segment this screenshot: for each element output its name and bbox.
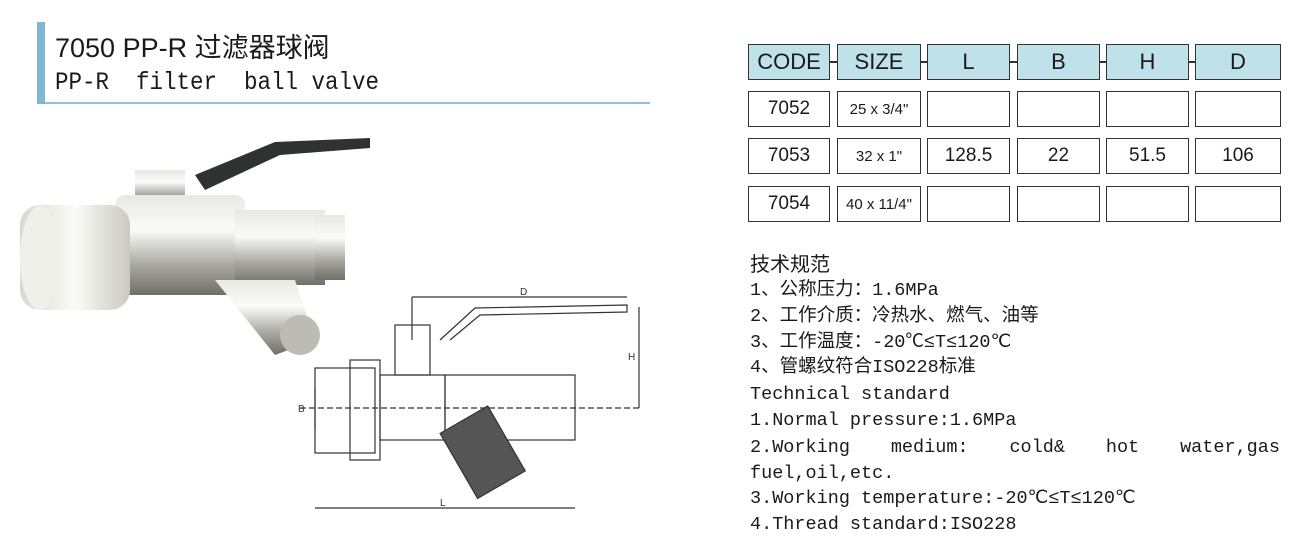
table-cell-l xyxy=(927,91,1010,127)
spec-en-4: 4.Thread standard:ISO228 xyxy=(750,514,1017,535)
spec-en-2-cont: fuel,oil,etc. xyxy=(750,463,895,484)
table-cell-h xyxy=(1106,91,1189,127)
dim-label-h: H xyxy=(628,352,635,363)
col-header-size: SIZE xyxy=(837,44,921,80)
table-cell-code: 7052 xyxy=(748,91,830,127)
table-cell-h: 51.5 xyxy=(1106,138,1189,174)
table-cell-h xyxy=(1106,186,1189,222)
spec-en-heading: Technical standard xyxy=(750,384,950,405)
spec-heading: 技术规范 xyxy=(750,254,830,276)
title-underline xyxy=(45,102,650,104)
spec-cn-3: 3、工作温度：-20℃≤T≤120℃ xyxy=(750,332,1012,353)
table-cell-d xyxy=(1195,186,1281,222)
table-cell-code: 7053 xyxy=(748,138,830,174)
table-cell-d xyxy=(1195,91,1281,127)
table-cell-code: 7054 xyxy=(748,186,830,222)
valve-technical-drawing: D H B L xyxy=(298,287,640,509)
dim-label-d: D xyxy=(520,287,527,298)
page-title: 7050 PP-R 过滤器球阀 xyxy=(55,33,330,63)
spec-en-3: 3.Working temperature:-20℃≤T≤120℃ xyxy=(750,488,1136,509)
table-cell-l xyxy=(927,186,1010,222)
spec-cn-4: 4、管螺纹符合ISO228标准 xyxy=(750,357,976,378)
valve-photo xyxy=(20,138,370,355)
col-header-b: B xyxy=(1017,44,1100,80)
spec-cn-1: 1、公称压力：1.6MPa xyxy=(750,280,939,301)
dim-label-b: B xyxy=(298,404,305,415)
page-subtitle: PP-R filter ball valve xyxy=(55,68,380,97)
table-cell-l: 128.5 xyxy=(927,138,1010,174)
spec-en-2: 2.Working medium: cold& hot water,gas xyxy=(750,437,1280,458)
dim-label-l: L xyxy=(440,498,446,509)
title-accent-bar xyxy=(37,22,45,104)
table-cell-b xyxy=(1017,91,1100,127)
col-header-h: H xyxy=(1106,44,1189,80)
spec-en-1: 1.Normal pressure:1.6MPa xyxy=(750,410,1017,431)
table-cell-d: 106 xyxy=(1195,138,1281,174)
spec-cn-2: 2、工作介质：冷热水、燃气、油等 xyxy=(750,306,1039,327)
col-header-code: CODE xyxy=(748,44,830,80)
col-header-l: L xyxy=(927,44,1010,80)
table-cell-size: 25 x 3/4" xyxy=(837,91,921,127)
col-header-d: D xyxy=(1195,44,1281,80)
table-cell-size: 32 x 1" xyxy=(837,138,921,174)
table-cell-b xyxy=(1017,186,1100,222)
table-cell-b: 22 xyxy=(1017,138,1100,174)
table-cell-size: 40 x 11/4" xyxy=(837,186,921,222)
